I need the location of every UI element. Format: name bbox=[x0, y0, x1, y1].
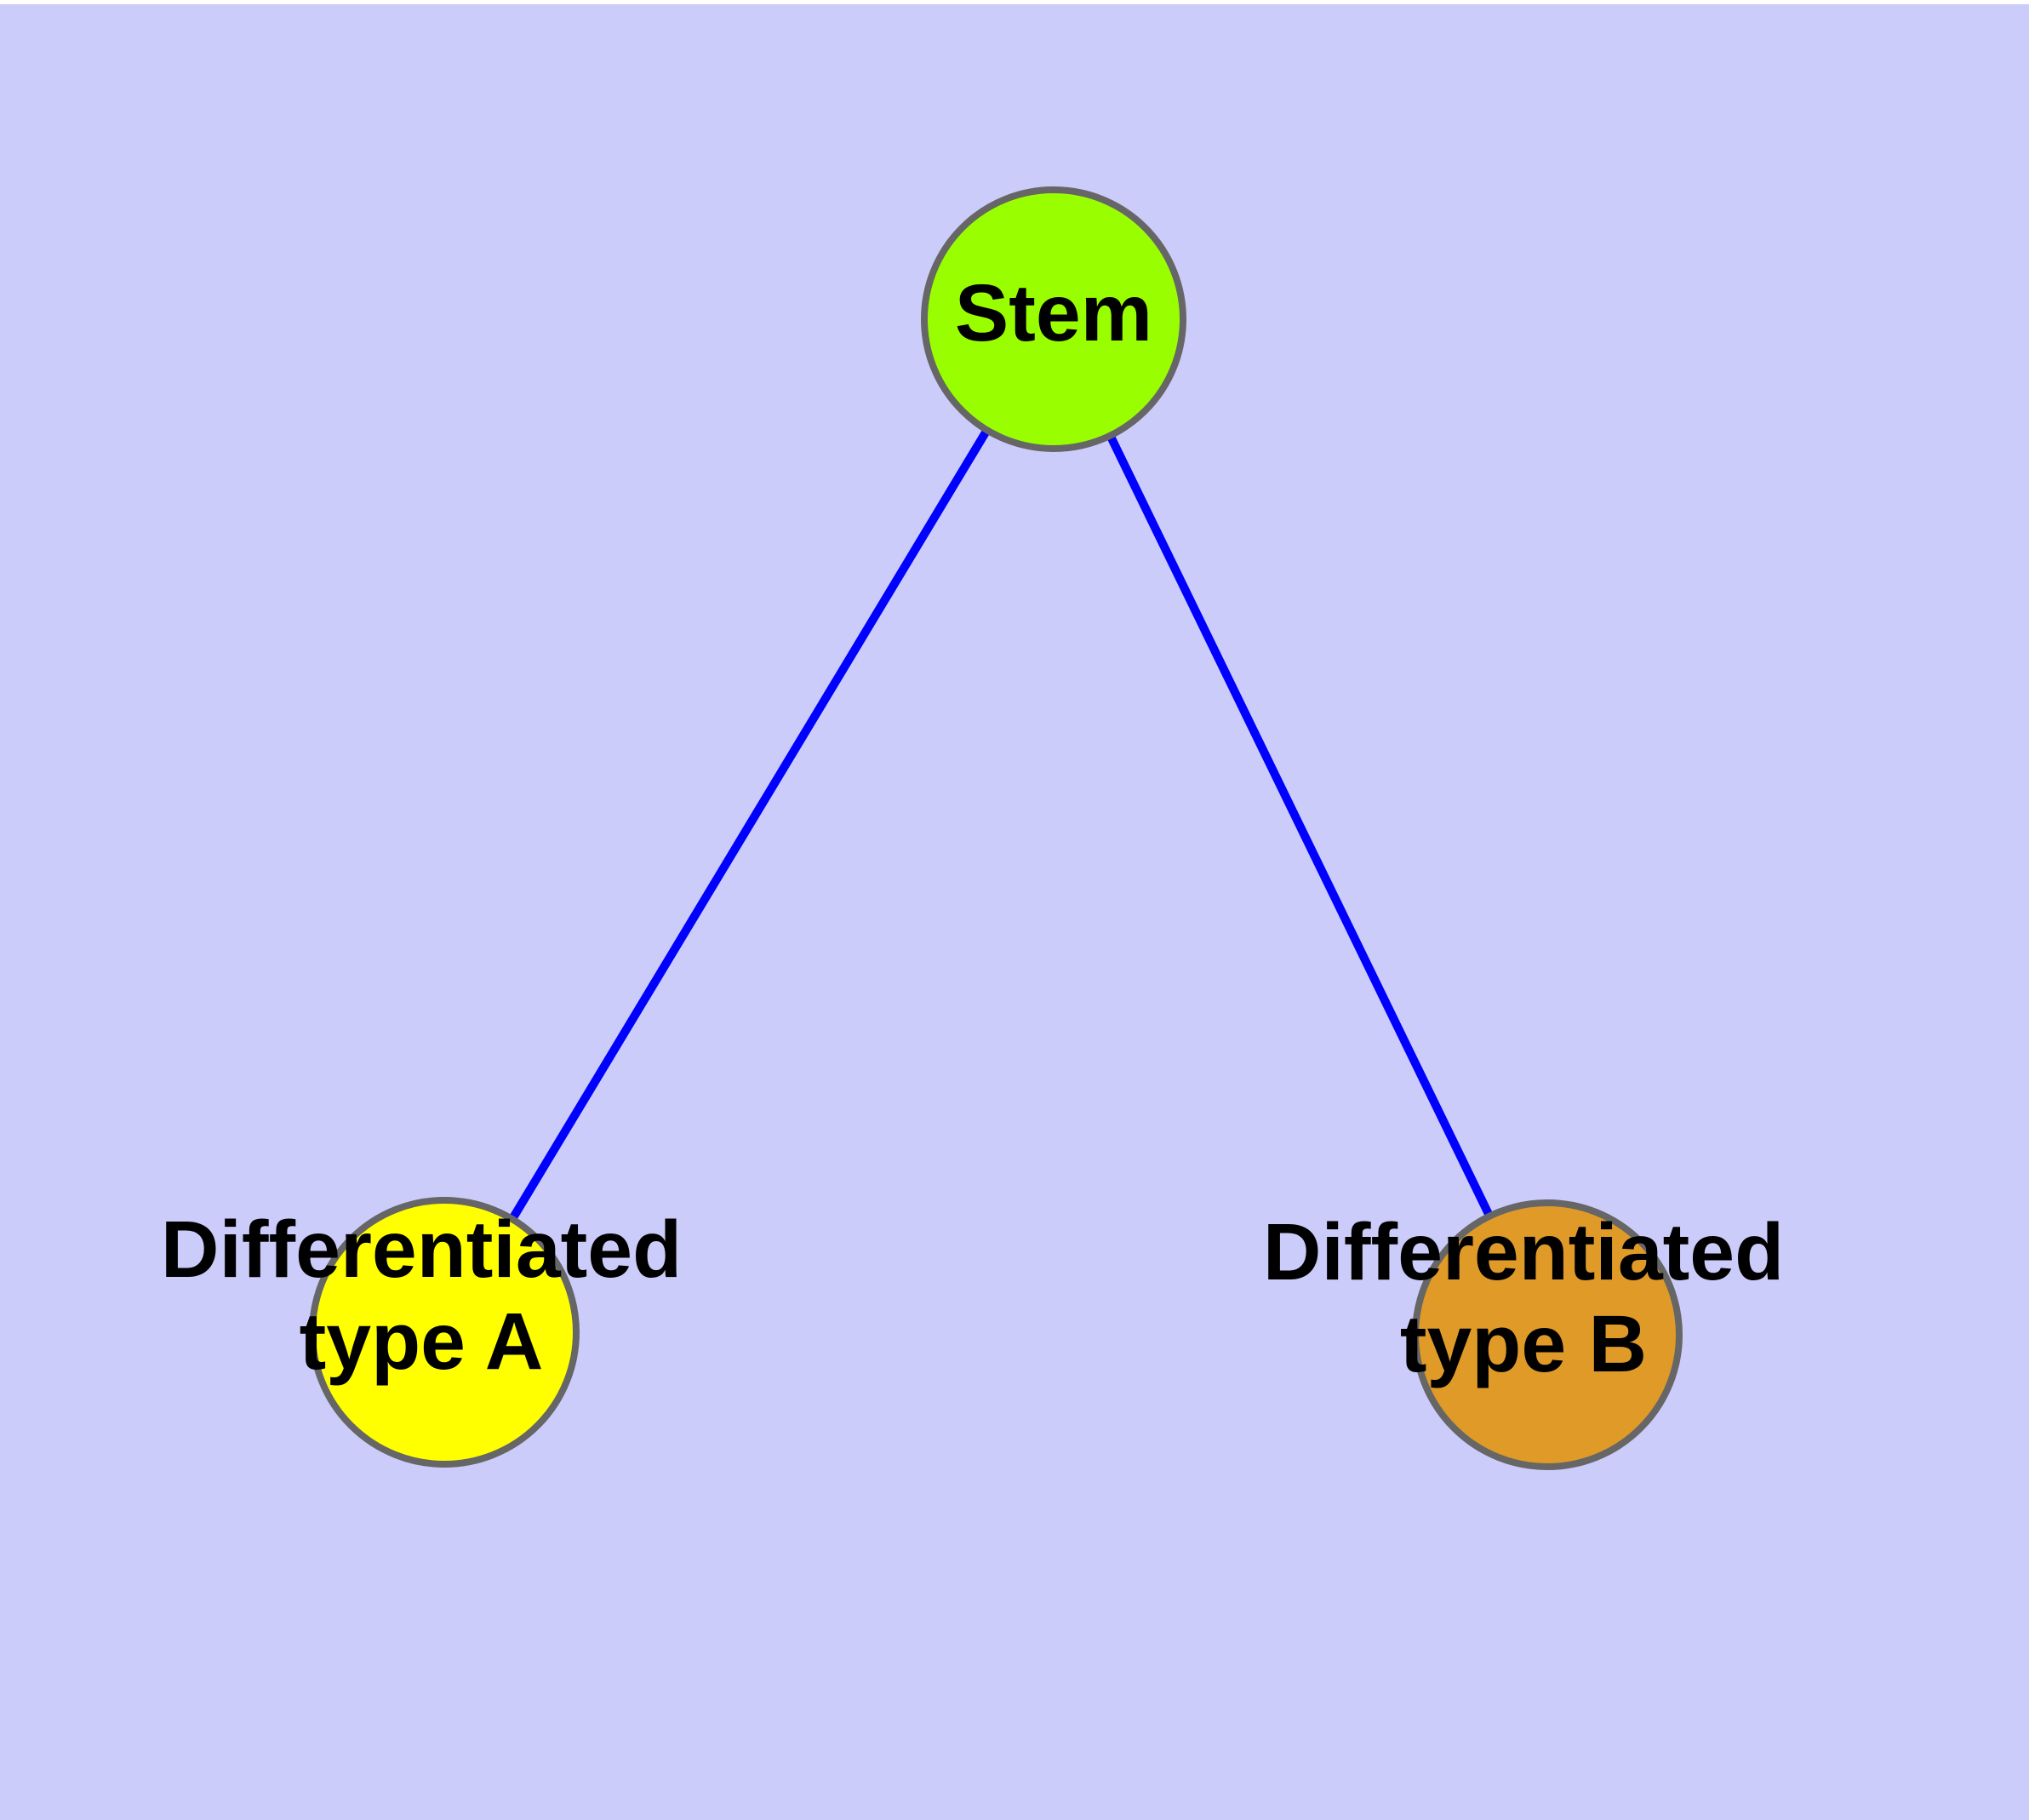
node-label-stem: Stem bbox=[955, 268, 1152, 358]
node-diff_b[interactable] bbox=[1412, 1199, 1683, 1470]
edges-layer bbox=[440, 317, 1552, 1337]
edge-stem-diff-a[interactable] bbox=[440, 317, 1058, 1335]
node-label-stem-line-1: Stem bbox=[955, 268, 1152, 358]
node-diff_a[interactable] bbox=[309, 1197, 580, 1468]
node-label-diff_b-line-2: type B bbox=[1400, 1299, 1647, 1389]
node-label-diff_b-line-1: Differentiated bbox=[1263, 1207, 1784, 1297]
node-label-diff_a-line-1: Differentiated bbox=[161, 1205, 682, 1295]
nodes-layer bbox=[309, 186, 1683, 1470]
node-label-diff_a-line-2: type A bbox=[300, 1296, 544, 1387]
node-stem[interactable] bbox=[921, 186, 1186, 452]
edge-stem-diff-b[interactable] bbox=[1049, 317, 1552, 1337]
